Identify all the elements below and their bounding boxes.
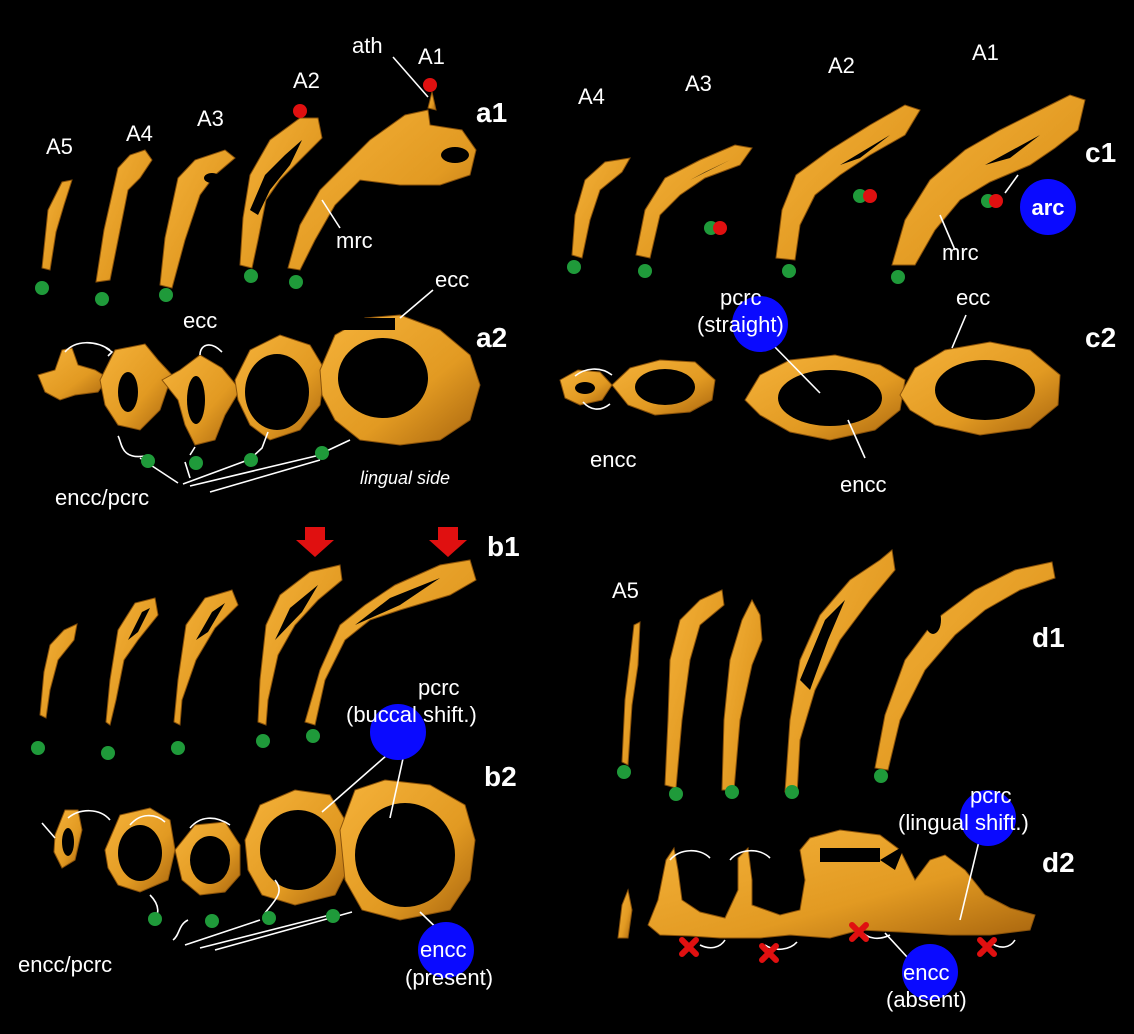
label-encc-pcrc-a: encc/pcrc	[55, 485, 149, 510]
label-pcrc-c-straight: (straight)	[697, 312, 784, 337]
label-ecc-c: ecc	[956, 285, 990, 310]
panel-label-d1: d1	[1032, 622, 1065, 653]
label-encc-c-mid: encc	[840, 472, 886, 497]
panel-label-b2: b2	[484, 761, 517, 792]
vertebra-label-c-a2: A2	[828, 53, 855, 78]
panel-label-c2: c2	[1085, 322, 1116, 353]
vertebra-label-a1: A1	[418, 44, 445, 69]
label-ecc-a1: ecc	[435, 267, 469, 292]
panel-label-d2: d2	[1042, 847, 1075, 878]
label-mrc-c: mrc	[942, 240, 979, 265]
panel-label-b1: b1	[487, 531, 520, 562]
panel-label-c1: c1	[1085, 137, 1116, 168]
label-lingual-side: lingual side	[360, 468, 450, 488]
label-encc-b: encc	[420, 937, 466, 962]
vertebra-label-a5: A5	[46, 134, 73, 159]
label-encc-b-present: (present)	[405, 965, 493, 990]
label-encc-d-absent: (absent)	[886, 987, 967, 1012]
vertebra-label-a4: A4	[126, 121, 153, 146]
panel-label-a1: a1	[476, 97, 507, 128]
vertebra-label-a3: A3	[197, 106, 224, 131]
label-pcrc-b: pcrc	[418, 675, 460, 700]
label-encc-pcrc-b: encc/pcrc	[18, 952, 112, 977]
label-arc: arc	[1031, 195, 1064, 220]
label-ecc-a2: ecc	[183, 308, 217, 333]
vertebra-label-c-a1: A1	[972, 40, 999, 65]
label-pcrc-c: pcrc	[720, 285, 762, 310]
label-pcrc-b-shift: (buccal shift.)	[346, 702, 477, 727]
vertebra-label-d-a5: A5	[612, 578, 639, 603]
label-pcrc-d-shift: (lingual shift.)	[898, 810, 1029, 835]
label-encc-d: encc	[903, 960, 949, 985]
vertebra-label-a2: A2	[293, 68, 320, 93]
label-encc-c-left: encc	[590, 447, 636, 472]
label-pcrc-d: pcrc	[970, 783, 1012, 808]
label-mrc-a: mrc	[336, 228, 373, 253]
label-ath: ath	[352, 33, 383, 58]
vertebra-label-c-a4: A4	[578, 84, 605, 109]
panel-label-a2: a2	[476, 322, 507, 353]
vertebra-label-c-a3: A3	[685, 71, 712, 96]
